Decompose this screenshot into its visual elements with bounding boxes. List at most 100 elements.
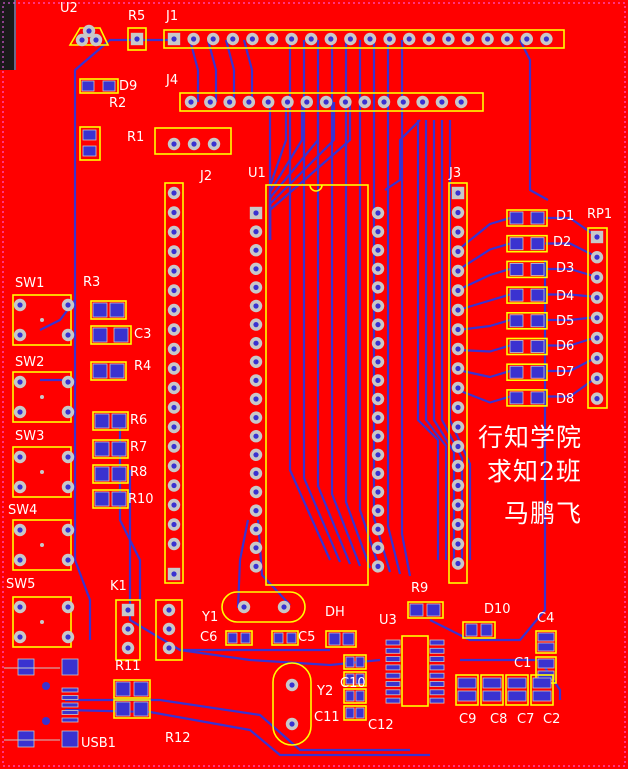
led-pad	[530, 288, 545, 302]
capacitor-pad	[507, 690, 527, 702]
pad-hole	[455, 404, 461, 411]
label-rp1: RP1	[587, 207, 613, 222]
label-d3: D3	[556, 261, 575, 276]
pad-hole	[17, 379, 23, 385]
u1-right-trace	[384, 119, 421, 191]
label-c6: C6	[200, 630, 218, 645]
capacitor-pad	[345, 690, 355, 702]
usb1-pin	[61, 695, 79, 700]
pad-hole	[455, 190, 461, 196]
label-r2: R2	[109, 96, 127, 111]
label-c9: C9	[459, 712, 477, 727]
capacitor-c4-pad	[537, 642, 555, 652]
capacitor-c3-pad	[113, 327, 129, 343]
pad-hole	[455, 307, 461, 313]
pad-hole	[253, 508, 259, 514]
led-dh-pad	[342, 632, 355, 646]
pad-hole	[455, 248, 461, 255]
pad-hole	[375, 266, 381, 272]
led-pad	[530, 365, 545, 379]
led-d9-outline	[79, 78, 119, 94]
label-r6: R6	[130, 413, 148, 428]
resistor-r12-pad	[115, 701, 131, 717]
led-outline	[506, 234, 548, 253]
pad-hole	[65, 527, 71, 533]
pad-hole	[253, 322, 259, 328]
switch-center	[40, 620, 44, 624]
pad-hole	[79, 37, 85, 43]
pad-hole	[17, 409, 23, 415]
pad-hole	[253, 470, 259, 476]
resistor-outline	[92, 464, 129, 484]
led-trace	[457, 388, 511, 404]
capacitor-c6-pad	[227, 632, 238, 644]
pad-hole	[191, 141, 197, 147]
pad-hole	[227, 99, 233, 105]
pad-hole	[455, 385, 461, 391]
resistor-outline	[92, 489, 129, 509]
label-u3: U3	[379, 613, 397, 628]
resistor-r11-pad	[115, 681, 131, 697]
switch-outline	[12, 371, 72, 423]
label-d1: D1	[556, 209, 575, 224]
ic-u3-pin	[385, 689, 401, 696]
link-trace	[206, 39, 218, 102]
y1-trace	[236, 519, 250, 609]
pad-hole	[253, 359, 259, 365]
capacitor-c3-pad	[92, 327, 108, 343]
pad-hole	[253, 452, 259, 458]
ic-u3-outline	[401, 635, 429, 707]
pad-hole	[308, 36, 314, 42]
pad-hole	[171, 268, 177, 274]
capacitor-pad	[457, 690, 477, 702]
pad-hole	[375, 377, 381, 383]
resistor-pad	[111, 466, 127, 482]
pad-hole	[375, 396, 381, 402]
capacitor-c1-pad	[537, 658, 555, 669]
left-bus-trace	[73, 38, 168, 640]
label-d5: D5	[556, 314, 575, 329]
label-k1: K1	[110, 579, 127, 594]
pad-hole	[375, 545, 381, 551]
capacitor-c6-outline	[225, 630, 253, 646]
switch-center	[40, 470, 44, 474]
pad-hole	[289, 721, 295, 727]
pad-hole	[375, 359, 381, 365]
window-edge	[0, 0, 16, 70]
resistor-outline	[90, 361, 127, 381]
pad-hole	[367, 36, 373, 42]
pad-hole	[375, 229, 381, 235]
label-j4: J4	[166, 73, 179, 88]
label-c11: C11	[314, 710, 340, 725]
pad-hole	[455, 560, 461, 567]
header-j4-outline	[179, 92, 484, 112]
capacitor-pad	[482, 677, 502, 689]
label-r12: R12	[165, 731, 191, 746]
label-d7: D7	[556, 365, 575, 380]
pad-hole	[171, 248, 177, 255]
label-r5: R5	[128, 9, 146, 24]
label-r11: R11	[115, 659, 141, 674]
pad-hole	[65, 557, 71, 563]
label-j2: J2	[200, 169, 213, 184]
pad-hole	[455, 365, 461, 372]
pad-hole	[362, 99, 368, 105]
bus-trace	[330, 40, 362, 567]
pad-hole	[375, 470, 381, 476]
pad-hole	[455, 424, 461, 430]
pad-hole	[594, 295, 600, 301]
led-pad	[509, 211, 524, 225]
led-d10-outline	[462, 621, 496, 639]
pad-hole	[65, 379, 71, 385]
label-r8: R8	[130, 465, 148, 480]
pad-hole	[253, 210, 259, 216]
label-c8: C8	[490, 712, 508, 727]
resistor-pad	[109, 363, 125, 379]
ic-u3-pin	[429, 639, 445, 646]
pad-hole	[171, 287, 177, 294]
capacitor-c3-outline	[90, 325, 132, 345]
pad-hole	[17, 302, 23, 308]
pad-hole	[387, 36, 393, 42]
